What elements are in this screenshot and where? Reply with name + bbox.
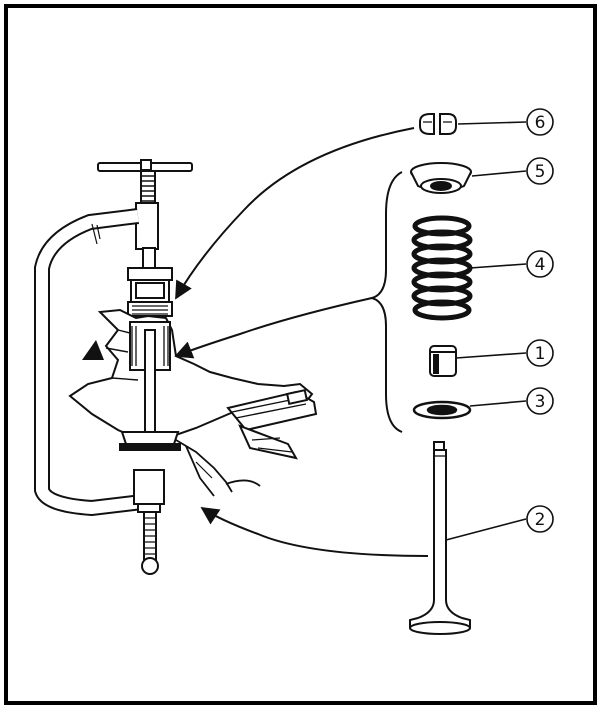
valve-collet-icon — [419, 113, 457, 135]
assembly-arrows — [174, 127, 429, 557]
valve-spring-compressor-icon — [34, 159, 193, 575]
valve-icon — [409, 441, 471, 635]
leader-lines — [445, 121, 527, 541]
cylinder-head-section-icon — [68, 308, 318, 497]
spring-seat-icon — [412, 400, 472, 420]
spring-retainer-icon — [410, 162, 472, 194]
parts-bracket — [368, 171, 403, 433]
callout-6: 6 — [526, 108, 554, 136]
callout-6-label: 6 — [535, 113, 546, 133]
frame-border — [4, 4, 597, 705]
callout-5: 5 — [526, 157, 554, 185]
valve-spring-icon — [411, 215, 473, 321]
callout-1-label: 1 — [535, 344, 546, 364]
callout-2: 2 — [526, 505, 554, 533]
callout-4: 4 — [526, 250, 554, 278]
callout-2-label: 2 — [535, 510, 546, 530]
callout-5-label: 5 — [535, 162, 546, 182]
callout-3-label: 3 — [535, 392, 546, 412]
callout-3: 3 — [526, 387, 554, 415]
valve-stem-seal-icon — [429, 345, 457, 377]
callout-4-label: 4 — [535, 255, 546, 275]
callout-1: 1 — [526, 339, 554, 367]
